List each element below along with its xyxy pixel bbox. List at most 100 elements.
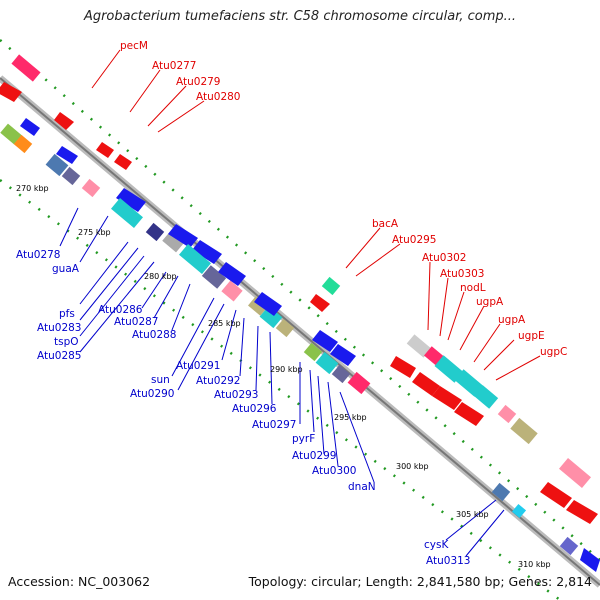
- gene-label: Atu0296: [232, 403, 277, 415]
- feature-lightpink: [497, 404, 517, 424]
- gene-label: Atu0313: [426, 555, 471, 567]
- feature-grey: [406, 334, 432, 358]
- feature-slate: [559, 536, 579, 556]
- tick-label: 270 kbp: [16, 184, 49, 193]
- inner-gc-track: [0, 179, 561, 600]
- forward-gene-labels: pecM Atu0277 Atu0279 Atu0280 bacA Atu029…: [120, 40, 567, 358]
- feature-teal: [321, 276, 341, 296]
- feature-slate: [331, 364, 351, 384]
- gene-label: Atu0295: [392, 234, 437, 246]
- feature-cds: [312, 330, 338, 352]
- feature-cyan: [259, 305, 283, 329]
- feature-cds: [254, 292, 282, 316]
- reverse-features: [0, 118, 600, 572]
- gene-label: Atu0302: [422, 252, 467, 264]
- gene-label: Atu0290: [130, 388, 175, 400]
- reverse-leader-lines: [59, 207, 505, 557]
- feature-cds: [540, 482, 572, 508]
- accession-text: Accession: NC_003062: [8, 574, 151, 589]
- gene-label: Atu0293: [214, 389, 259, 401]
- feature-cds: [56, 146, 78, 164]
- feature-cds: [580, 548, 600, 572]
- gene-label: ugpA: [498, 314, 526, 326]
- feature-navy: [145, 222, 165, 242]
- feature-slate: [201, 265, 227, 289]
- gene-label: Atu0291: [176, 360, 221, 372]
- feature-orange: [13, 134, 33, 154]
- forward-leader-lines: [91, 49, 541, 381]
- feature-pink: [11, 54, 41, 82]
- feature-khaki: [510, 417, 538, 445]
- feature-cds: [566, 500, 598, 524]
- feature-cyan: [111, 197, 143, 229]
- feature-cds: [310, 294, 330, 312]
- reverse-gene-labels: Atu0278 guaA pfs Atu0283 tspO Atu0285 At…: [16, 249, 471, 567]
- feature-cds: [116, 188, 146, 212]
- topology-text: Topology: circular; Length: 2,841,580 bp…: [248, 574, 592, 589]
- feature-cds: [192, 240, 222, 264]
- feature-cyan: [454, 369, 484, 397]
- feature-steel: [491, 482, 511, 502]
- feature-lightpink: [221, 280, 243, 302]
- gene-label: dnaN: [348, 481, 376, 493]
- gene-label: Atu0299: [292, 450, 337, 462]
- feature-cds: [0, 82, 22, 102]
- tick-label: 275 kbp: [78, 228, 111, 237]
- gene-label: sun: [151, 374, 170, 386]
- outer-gc-track: [0, 39, 600, 561]
- gene-label: pyrF: [292, 433, 315, 445]
- tick-label: 305 kbp: [456, 510, 489, 519]
- position-ticks: 270 kbp 275 kbp 280 kbp 285 kbp 290 kbp …: [16, 184, 551, 569]
- feature-cds: [412, 372, 440, 396]
- feature-lightpink: [81, 178, 101, 198]
- feature-cds: [454, 402, 484, 426]
- gene-label: Atu0288: [132, 329, 177, 341]
- tick-label: 300 kbp: [396, 462, 429, 471]
- gene-label: cysK: [424, 539, 449, 551]
- gene-label: Atu0283: [37, 322, 82, 334]
- feature-cds: [218, 262, 246, 286]
- feature-cyan: [434, 355, 464, 383]
- gene-label: Atu0303: [440, 268, 485, 280]
- feature-cds: [20, 118, 40, 136]
- feature-grey: [162, 231, 184, 253]
- feature-cds: [432, 386, 462, 410]
- gene-label: Atu0280: [196, 91, 241, 103]
- feature-cyan: [315, 351, 339, 375]
- gene-label: Atu0279: [176, 76, 221, 88]
- gene-label: ugpE: [518, 330, 545, 342]
- feature-cyan: [473, 385, 499, 409]
- tick-label: 290 kbp: [270, 365, 303, 374]
- gene-label: nodL: [460, 282, 486, 294]
- gene-label: ugpC: [540, 346, 567, 358]
- feature-cds: [54, 112, 74, 130]
- forward-features: [0, 54, 598, 524]
- gene-label: Atu0278: [16, 249, 61, 261]
- gene-label: Atu0285: [37, 350, 82, 362]
- feature-cds: [114, 154, 132, 170]
- feature-green: [303, 342, 323, 362]
- feature-lightpink: [559, 457, 591, 489]
- gene-label: pecM: [120, 40, 148, 52]
- tick-label: 310 kbp: [518, 560, 551, 569]
- feature-cds: [330, 344, 356, 366]
- feature-cyan: [511, 503, 527, 519]
- tick-label: 280 kbp: [144, 272, 177, 281]
- gene-label: Atu0300: [312, 465, 357, 477]
- feature-green: [0, 123, 22, 145]
- backbone-core: [0, 77, 600, 586]
- gene-label: Atu0292: [196, 375, 241, 387]
- gene-label: pfs: [59, 308, 75, 320]
- tick-label: 295 kbp: [334, 413, 367, 422]
- feature-pink: [347, 371, 371, 395]
- feature-cyan: [179, 243, 211, 275]
- feature-slate: [61, 166, 81, 186]
- gene-label: Atu0286: [98, 304, 143, 316]
- feature-khaki: [275, 318, 295, 338]
- gene-label: Atu0297: [252, 419, 297, 431]
- feature-steel: [45, 153, 69, 177]
- gene-label: bacA: [372, 218, 399, 230]
- feature-khaki: [248, 296, 268, 316]
- gene-label: Atu0277: [152, 60, 197, 72]
